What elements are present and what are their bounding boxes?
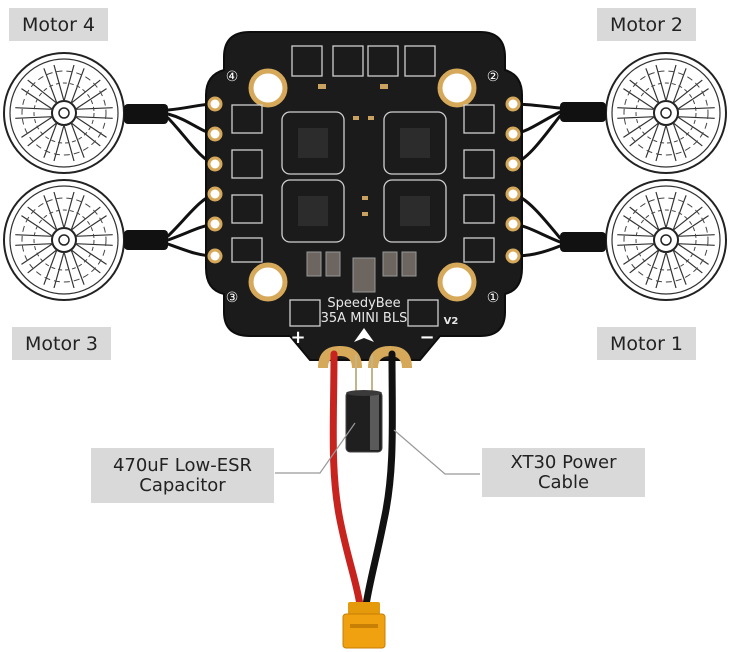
corner-4-number: ④: [226, 69, 239, 85]
power-cable-label: XT30 Power Cable: [482, 448, 645, 497]
direction-arrow-icon: [354, 328, 374, 342]
motor-3-cable-sleeve: [124, 230, 168, 250]
negative-power-wire: [362, 350, 396, 609]
xt30-connector: [342, 602, 386, 649]
capacitor-illustration: [345, 355, 383, 453]
motor-4-label: Motor 4: [9, 8, 108, 41]
board-model-text: 35A MINI BLS: [321, 311, 408, 326]
motor-1-label: Motor 1: [597, 327, 696, 360]
motor-3-illustration: [3, 179, 125, 301]
board-version-text: V2: [444, 316, 459, 327]
capacitor-label: 470uF Low-ESR Capacitor: [91, 448, 274, 503]
power-cable-leader-line: [393, 429, 480, 475]
corner-3-number: ③: [226, 290, 239, 306]
corner-1-number: ①: [487, 290, 500, 306]
corner-2-number: ②: [487, 69, 500, 85]
motor-4-illustration: [3, 52, 125, 174]
motor-1-cable-sleeve: [560, 232, 606, 252]
board-brand-text: SpeedyBee: [327, 296, 400, 311]
motor-3-label: Motor 3: [12, 327, 111, 360]
motor-2-illustration: [605, 52, 727, 174]
capacitor-leader-line: [275, 422, 356, 474]
motor-1-illustration: [605, 179, 727, 301]
motor-4-cable-sleeve: [124, 104, 168, 124]
motor-2-cable-sleeve: [560, 102, 606, 122]
positive-power-wire: [329, 350, 364, 609]
esc-board: ④ ② ③ ① SpeedyBee 35A MINI BLS V2 + −: [205, 31, 523, 368]
plus-marking: +: [290, 327, 305, 348]
minus-marking: −: [419, 327, 434, 348]
motor-2-label: Motor 2: [597, 8, 696, 41]
